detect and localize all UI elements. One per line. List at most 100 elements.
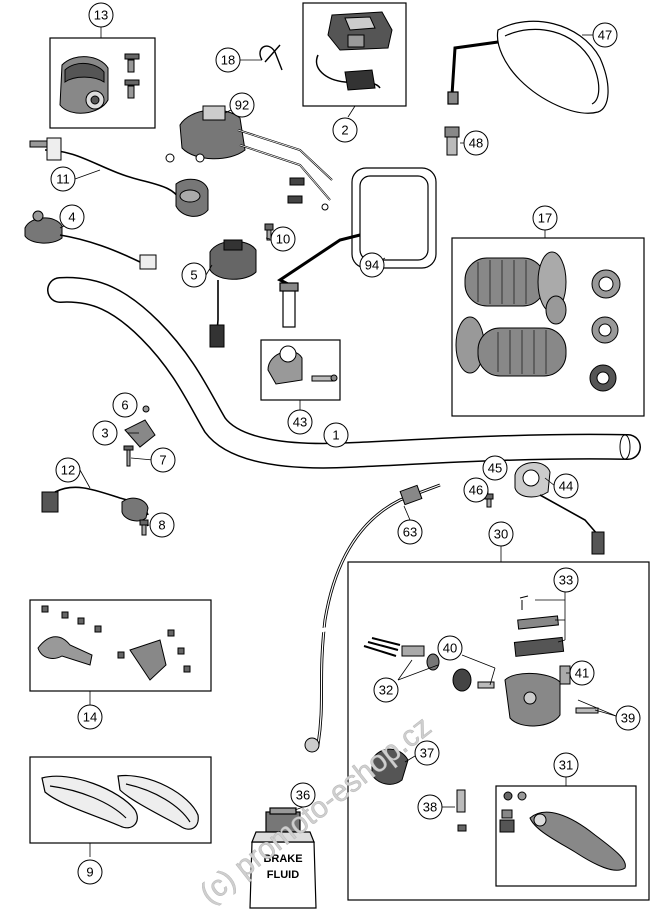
callout-32: 32 [373,677,399,703]
bottle-label-line2: FLUID [267,869,299,881]
callout-13-label: 13 [94,8,108,23]
brackets-14 [37,605,191,681]
callout-9-label: 9 [86,865,93,880]
callout-41: 41 [569,660,595,686]
callout-14-label: 14 [83,710,97,725]
screw-10 [264,223,274,241]
callout-92-label: 92 [235,98,249,113]
callout-8-label: 8 [158,518,165,533]
box-14 [29,599,212,692]
callout-13: 13 [88,2,114,28]
box-2 [302,2,407,107]
callout-38: 38 [417,794,443,820]
callout-92: 92 [229,92,255,118]
box-9 [29,756,212,844]
handlebar [47,276,641,469]
callout-40-label: 40 [443,641,457,656]
callout-39-label: 39 [621,711,635,726]
callout-9: 9 [77,859,103,885]
callout-17-label: 17 [538,211,552,226]
callout-41-label: 41 [575,666,589,681]
callout-33: 33 [553,567,579,593]
switch-housing-13 [59,53,140,114]
callout-31-label: 31 [559,758,573,773]
grips-17 [455,251,621,392]
callout-44-label: 44 [559,479,573,494]
callout-32-label: 32 [379,683,393,698]
callout-17: 17 [532,205,558,231]
callout-39: 39 [615,705,641,731]
callout-48-label: 48 [469,136,483,151]
callout-30: 30 [488,521,514,547]
callout-33-label: 33 [559,573,573,588]
callout-12-label: 12 [61,463,75,478]
callout-5: 5 [181,262,207,288]
callout-1: 1 [323,422,349,448]
clamp-44 [484,462,605,555]
callout-94-label: 94 [365,258,379,273]
bottle-label-line1: BRAKE [263,853,302,865]
callout-40: 40 [437,635,463,661]
clamp-43 [267,345,338,385]
brake-lever-31 [499,791,626,871]
callout-48: 48 [463,130,489,156]
callout-37-label: 37 [420,746,434,761]
box-13 [49,37,156,129]
callout-3: 3 [92,420,118,446]
callout-45-label: 45 [488,461,502,476]
callout-46: 46 [463,477,489,503]
callout-11: 11 [50,166,76,192]
leader-lines [59,27,617,857]
callout-44: 44 [553,473,579,499]
switch-wiring-11 [29,137,209,217]
callout-4: 4 [59,204,85,230]
callout-6: 6 [112,392,138,418]
cable-tie-18 [259,44,283,71]
callout-94: 94 [359,252,385,278]
callout-7: 7 [150,447,176,473]
callout-11-label: 11 [56,172,70,187]
callout-18-label: 18 [221,53,235,68]
callout-63: 63 [397,519,423,545]
box-17 [451,237,645,417]
callout-36: 36 [290,782,316,808]
box-30 [347,561,650,901]
callout-38-label: 38 [423,800,437,815]
callout-1-label: 1 [332,428,339,443]
callout-37: 37 [414,740,440,766]
kill-switch-5 [209,239,257,348]
mirror-94 [277,167,437,328]
callout-31: 31 [553,752,579,778]
sensor-12 [41,486,149,522]
box-43 [260,339,341,401]
callout-45: 45 [482,455,508,481]
callout-46-label: 46 [469,483,483,498]
master-cylinder-30 [363,595,599,832]
clutch-switch-4 [24,210,157,270]
callout-47: 47 [592,22,618,48]
callout-4-label: 4 [68,210,75,225]
brake-line-63 [304,483,441,753]
callout-18: 18 [215,47,241,73]
callout-14: 14 [77,704,103,730]
throttle-92 [165,105,333,211]
callout-10-label: 10 [276,232,290,247]
callout-12: 12 [55,457,81,483]
handguards-9 [41,774,199,830]
callout-36-label: 36 [296,788,310,803]
callout-5-label: 5 [190,268,197,283]
screw-8 [139,519,149,536]
callout-3-label: 3 [101,426,108,441]
mirror-47 [447,20,609,114]
nut-48 [444,126,460,156]
callout-63-label: 63 [403,525,417,540]
callout-43: 43 [287,409,313,435]
callout-47-label: 47 [598,28,612,43]
callout-6-label: 6 [121,398,128,413]
callout-2: 2 [332,117,358,143]
callout-2-label: 2 [341,123,348,138]
switch-2 [315,11,393,91]
callout-10: 10 [270,226,296,252]
callout-7-label: 7 [159,453,166,468]
